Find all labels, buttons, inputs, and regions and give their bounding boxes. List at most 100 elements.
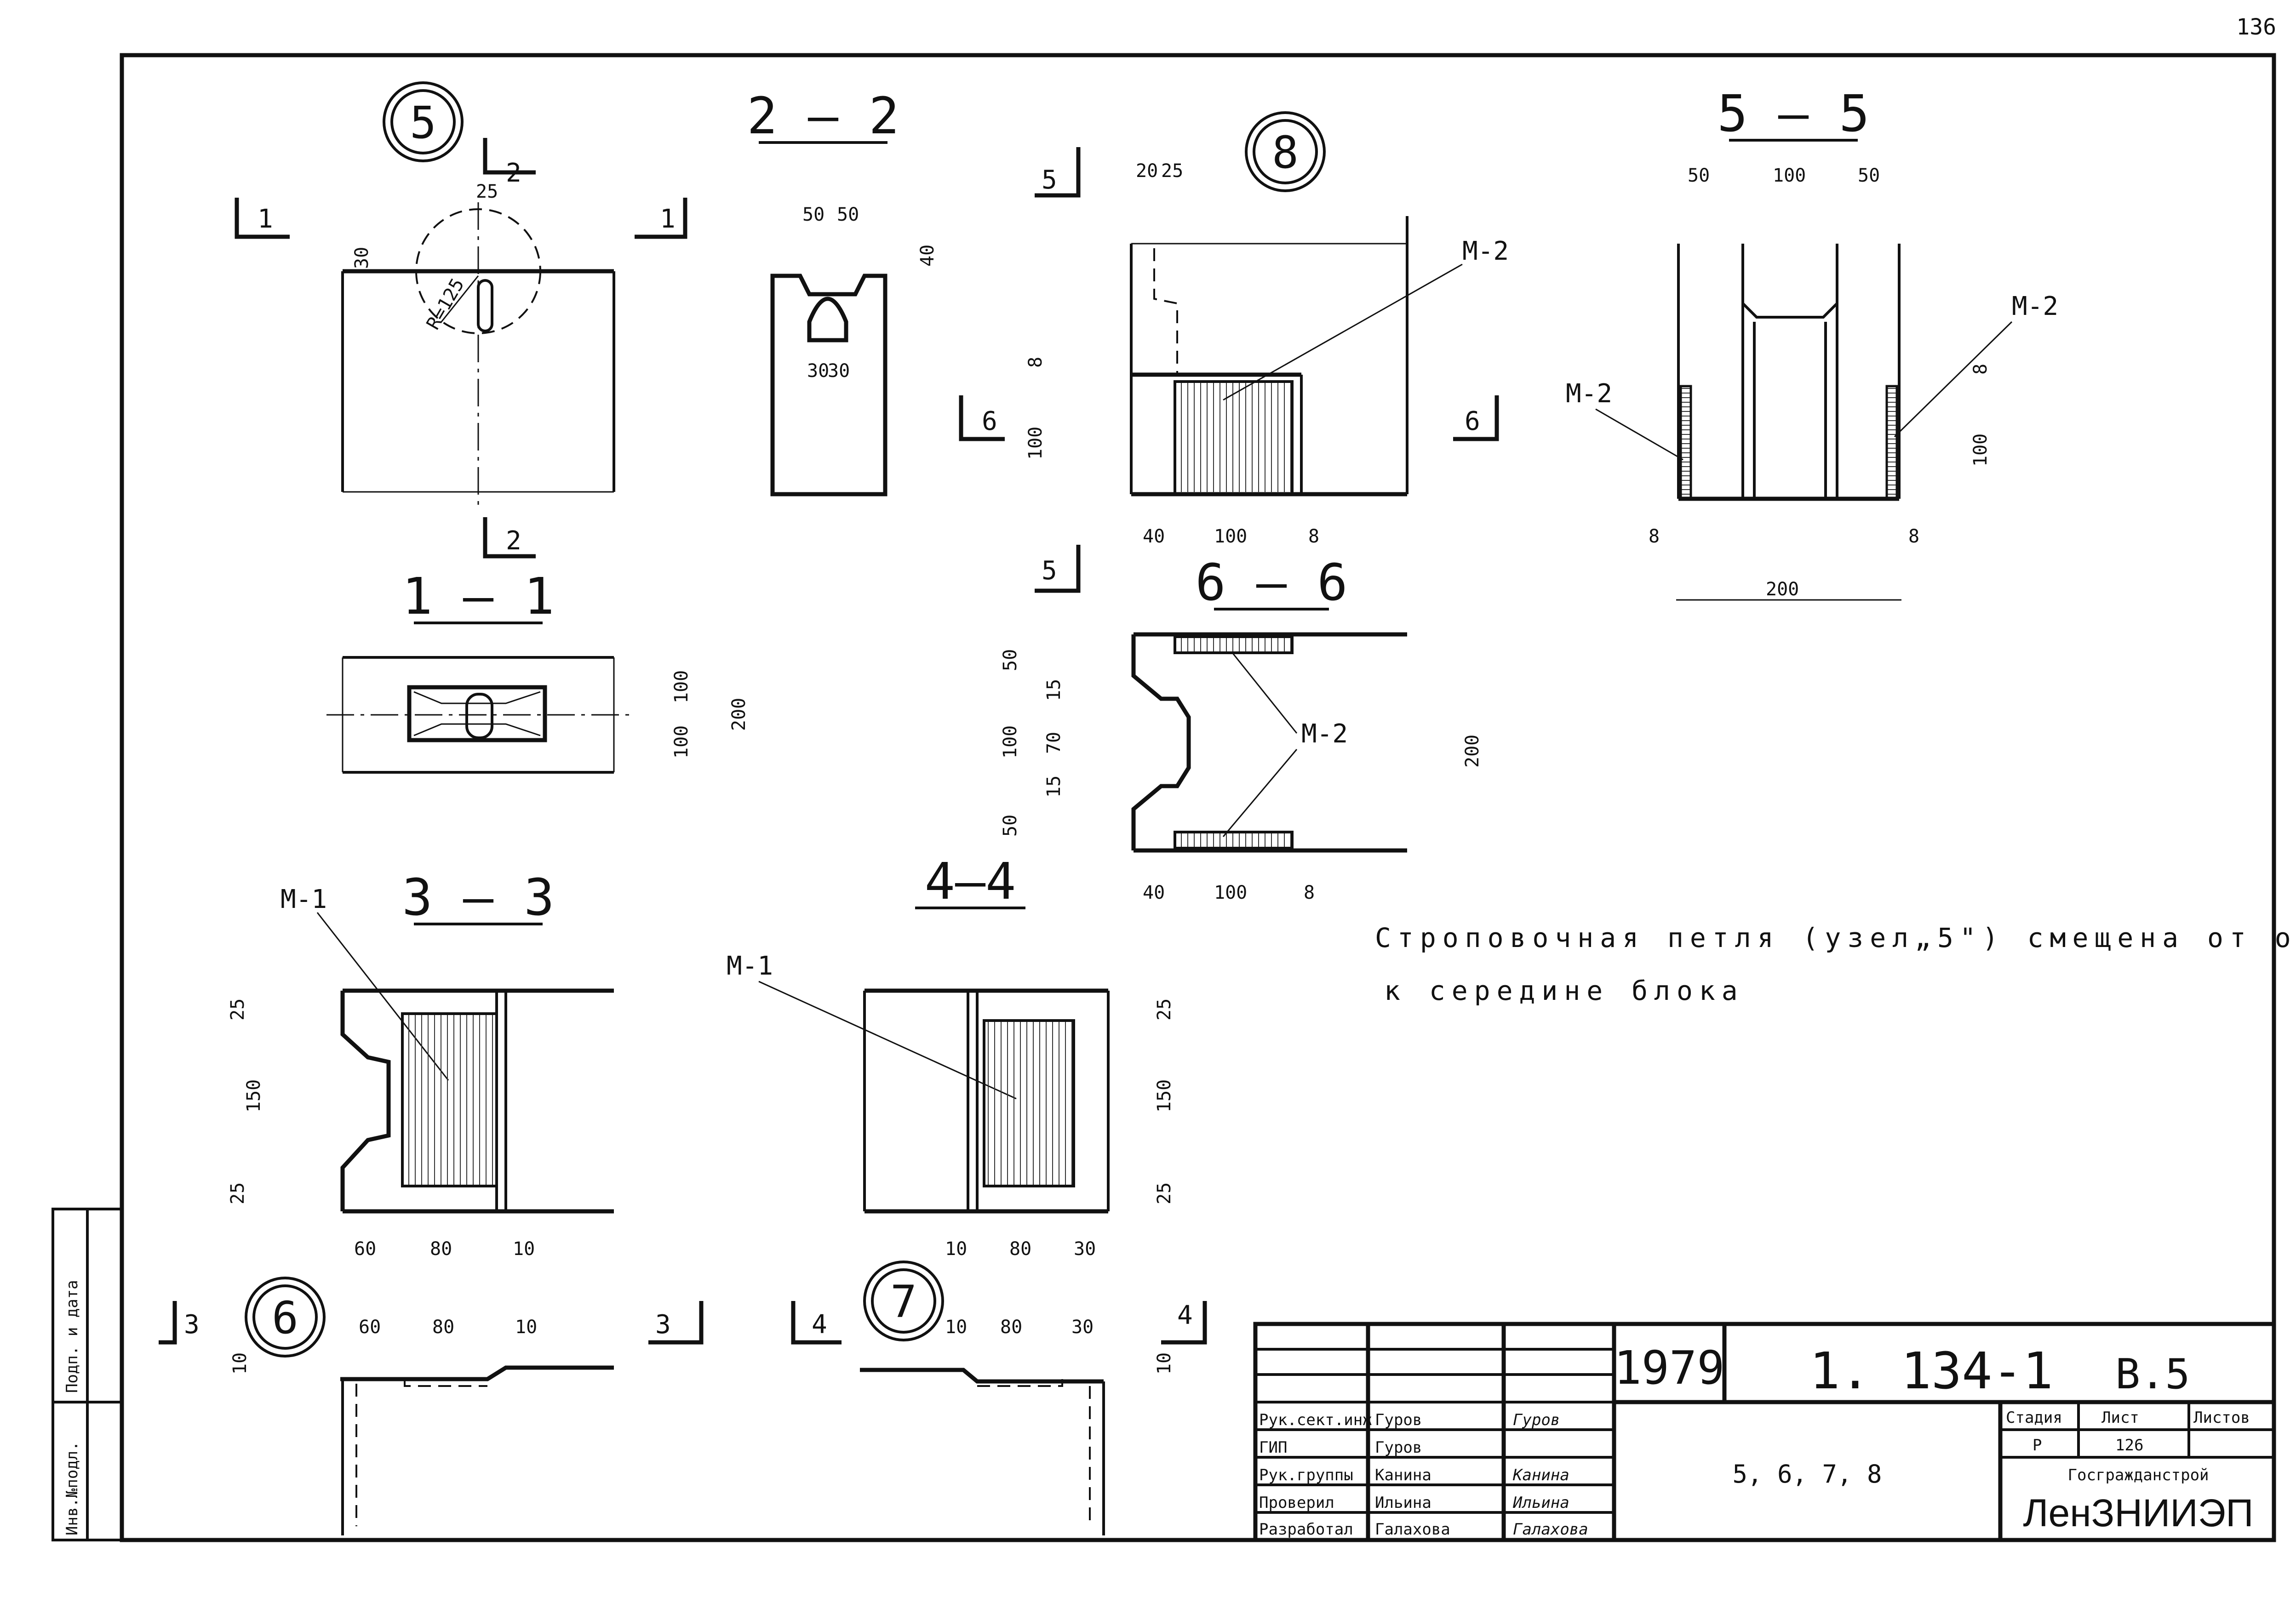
section-3-3-dim-10: 10 [513,1238,535,1260]
section-1-1-dim-100b: 100 [671,725,692,759]
section-3-3-title: 3 — 3 [402,868,554,927]
staff-name-5: Галахова [1375,1520,1450,1539]
node-7-marker [863,1261,944,1341]
node-5-dim-30: 30 [351,247,372,269]
node-6-dim-80: 80 [432,1317,454,1338]
node-7-dim-10: 10 [945,1317,967,1338]
staff-sign-5: Галахова [1513,1520,1588,1539]
section-5-5-label-m2-left: M-2 [1566,379,1612,409]
staff-sign-4: Ильина [1512,1494,1569,1512]
section-4-4-label-m1: M-1 [727,951,773,981]
title-block-nodes: 5, 6, 7, 8 [1732,1460,1882,1489]
title-block-year: 1979 [1614,1341,1725,1395]
section-5-5-title: 5 — 5 [1717,84,1869,143]
node-7-dim-10v: 10 [1154,1352,1175,1375]
node-8-section-5: 5 [1042,165,1057,195]
section-5-5-dim-200: 200 [1766,579,1799,600]
node-6-dim-10: 10 [515,1317,537,1338]
node-7-section-4-left: 4 [812,1310,827,1340]
node-7-number: 7 [890,1276,917,1328]
section-6-6-dim-100: 100 [1000,725,1021,759]
title-block-org: ЛенЗНИИЭП [2023,1491,2253,1535]
section-2-2-dim-30a: 30 [807,360,829,382]
node-8-number: 8 [1272,127,1299,178]
title-block-stage-label: Стадия [2006,1409,2062,1427]
section-4-4-dim-10: 10 [945,1238,967,1260]
title-block-code: 1. 134-1 [1809,1341,2053,1400]
section-1-1-title: 1 — 1 [402,567,554,626]
section-3-3-dim-25b: 25 [227,1182,248,1204]
side-stamp-sign-date: Подп. и дата [63,1280,81,1393]
title-block: 1979 1. 134-1 В.5 5, 6, 7, 8 Стадия Лист… [1253,1322,2276,1542]
section-4-4-view: 4—4 M-1 25 150 25 10 80 30 [727,852,1175,1260]
node-5-number: 5 [410,97,436,148]
node-7-view: 4 4 7 10 80 30 10 [791,1261,1207,1535]
node-5-section-1-right: 1 [660,204,676,234]
title-block-sheet-label: Лист [2101,1409,2139,1427]
title-block-stage: Р [2033,1436,2042,1455]
section-3-3-label-m1: M-1 [281,884,327,914]
node-5-section-2-bottom: 2 [506,526,521,556]
section-4-4-title: 4—4 [925,852,1016,911]
section-5-5-dim-8r: 8 [1908,526,1919,547]
staff-name-1: Гуров [1375,1411,1422,1429]
section-6-6-view: 5 6 — 6 M-2 50 15 100 70 15 50 200 40 10… [1000,545,1483,903]
section-6-6-title: 6 — 6 [1195,553,1347,612]
node-7-section-4-right: 4 [1177,1301,1193,1330]
note-line-1: Строповочная петля (узел„5") смещена от … [1375,922,2296,953]
drawing-frame [120,53,2276,1542]
section-4-4-dim-80: 80 [1009,1238,1031,1260]
node-7-dim-30: 30 [1071,1317,1094,1338]
section-5-5-dim-50b: 50 [1858,165,1880,186]
section-5-5-view: 5 — 5 M-2 M-2 50 100 50 8 100 8 8 200 [1566,84,2058,601]
section-1-1-dim-200: 200 [728,698,750,731]
section-5-5-dim-50a: 50 [1688,165,1710,186]
node-5-dim-25: 25 [476,181,498,202]
node-6-number: 6 [272,1292,298,1344]
staff-role-3: Рук.группы [1259,1466,1353,1484]
side-stamp-inventory: Инв.№подл. [63,1441,81,1535]
node-8-dim-25: 25 [1161,160,1183,182]
section-6-6-dim-50a: 50 [1000,649,1021,671]
node-8-dim-8b: 8 [1308,526,1319,547]
title-block-issue: В.5 [2115,1350,2190,1398]
section-6-6-dim-100h: 100 [1214,882,1247,903]
node-6-section-3-left: 3 [184,1310,200,1340]
staff-name-4: Ильина [1375,1494,1431,1512]
section-4-4-dim-30: 30 [1074,1238,1096,1260]
section-6-6-dim-40: 40 [1143,882,1165,903]
section-6-6-dim-70: 70 [1043,732,1065,754]
node-6-section-3-right: 3 [655,1310,671,1340]
section-2-2-dim-50b: 50 [837,204,859,225]
node-8-dim-8: 8 [1025,357,1046,368]
section-2-2-dim-40: 40 [917,245,938,267]
node-8-dim-20: 20 [1136,160,1158,182]
section-2-2-view: 2 — 2 50 50 40 30 30 [747,86,938,496]
title-block-sheets-label: Листов [2193,1409,2250,1427]
section-4-4-dim-25b: 25 [1154,1182,1175,1204]
node-5-section-1-left: 1 [258,204,273,234]
node-8-dim-100v: 100 [1025,427,1046,460]
title-block-sheet: 126 [2115,1436,2143,1455]
node-8-marker [1245,111,1326,192]
section-6-6-dim-15a: 15 [1043,679,1065,701]
node-6-marker [245,1277,326,1358]
section-3-3-view: 3 — 3 M-1 25 150 25 60 80 10 [227,868,614,1260]
side-stamp: Подп. и дата Инв.№подл. [52,1208,123,1541]
section-4-4-dim-150: 150 [1154,1079,1175,1112]
section-5-5-dim-8v: 8 [1970,364,1991,375]
node-6-dim-60: 60 [359,1317,381,1338]
section-6-6-dim-50b: 50 [1000,815,1021,837]
section-3-3-dim-80: 80 [430,1238,452,1260]
section-3-3-dim-25a: 25 [227,998,248,1021]
section-5-5-dim-100: 100 [1773,165,1806,186]
node-8-dim-40: 40 [1143,526,1165,547]
section-5-5-dim-100v: 100 [1970,434,1991,467]
staff-name-3: Канина [1375,1466,1431,1484]
section-5-5-label-m2-right: M-2 [2012,291,2058,321]
node-8-section-6-right: 6 [1465,406,1480,436]
staff-role-1: Рук.сект.инж [1259,1411,1372,1429]
section-3-3-dim-150: 150 [243,1079,264,1112]
section-6-6-dim-8: 8 [1304,882,1315,903]
